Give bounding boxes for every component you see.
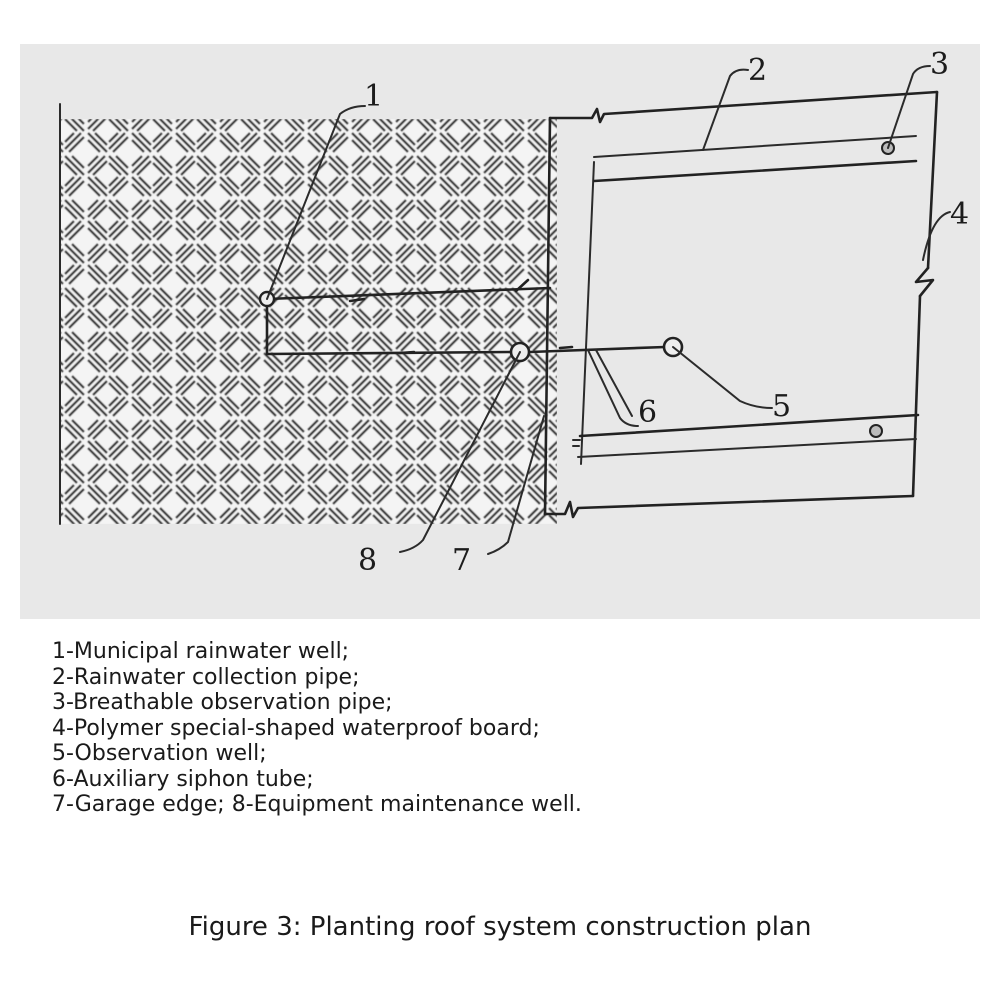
callout-6: 6	[638, 395, 657, 430]
leader-6b	[595, 349, 633, 417]
leader-2	[702, 68, 749, 151]
rainwater-collection-pipes	[572, 135, 920, 458]
legend-item: 3-Breathable observation pipe;	[52, 690, 393, 715]
construction-plan-figure: 1 2 3 4 5 6 7 8	[20, 44, 980, 619]
figure-legend: 1-Municipal rainwater well; 2-Rainwater …	[52, 639, 972, 818]
siphon-tube-run	[265, 278, 667, 356]
garage-structure	[543, 90, 939, 519]
callout-5: 5	[772, 389, 791, 424]
legend-item: 2-Rainwater collection pipe;	[52, 664, 360, 690]
garage-top-edge	[548, 90, 939, 124]
leader-1	[266, 105, 366, 300]
garage-right-edge-lower	[911, 294, 922, 498]
siphon-tick-left	[348, 297, 366, 303]
siphon-upper-line	[265, 286, 552, 301]
legend-item: 7-Garage edge; 8-Equipment maintenance w…	[52, 792, 582, 817]
lower-pipe-line-a	[578, 413, 920, 438]
legend-item: 4-Polymer special-shaped waterproof boar…	[52, 715, 540, 741]
figure-caption: Figure 3: Planting roof system construct…	[188, 912, 812, 942]
inner-panel-left-line	[580, 161, 595, 465]
legend-item: 5-Observation well;	[52, 741, 267, 766]
upper-pipe-line-b	[592, 159, 918, 183]
siphon-tick-mid	[398, 350, 416, 355]
leader-lines	[266, 65, 951, 555]
siphon-lower-line	[265, 350, 512, 356]
siphon-tick-right	[558, 345, 574, 350]
leader-8	[399, 351, 521, 553]
board-break-symbol	[914, 266, 935, 298]
legend-item: 1-Municipal rainwater well;	[52, 639, 350, 664]
callout-7: 7	[452, 543, 471, 578]
callout-3: 3	[930, 47, 949, 82]
callout-2: 2	[748, 53, 767, 88]
leader-4	[922, 211, 951, 261]
breathable-observation-pipe-lower	[869, 424, 883, 438]
garage-edge-inner	[543, 116, 552, 516]
siphon-upper-stub	[514, 278, 530, 293]
lower-pipe-left-mark	[572, 439, 581, 447]
leader-7	[487, 415, 545, 555]
leader-5	[672, 346, 773, 409]
hatched-planting-area	[60, 119, 557, 524]
lower-pipe-line-b	[577, 438, 917, 458]
leader-6a	[587, 349, 639, 427]
leader-3	[887, 65, 931, 149]
callout-8: 8	[358, 543, 377, 578]
garage-bottom-edge	[543, 494, 915, 519]
siphon-to-observation-well	[528, 345, 667, 354]
upper-pipe-line-a	[593, 135, 917, 158]
legend-item: 6-Auxiliary siphon tube;	[52, 766, 314, 792]
callout-4: 4	[950, 197, 969, 232]
callout-1: 1	[364, 79, 383, 114]
